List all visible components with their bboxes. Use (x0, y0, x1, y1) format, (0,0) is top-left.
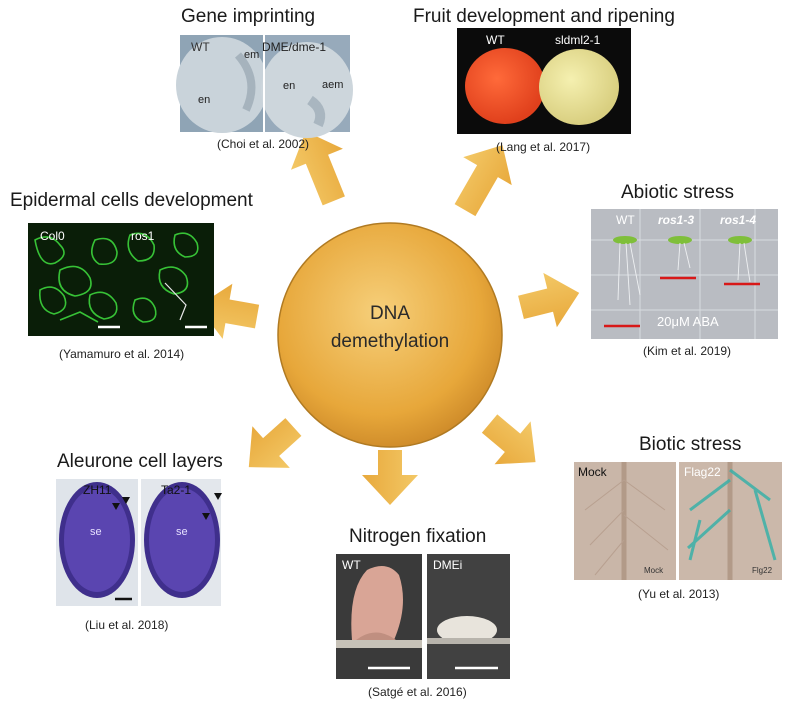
epidermal-label-col0: Col0 (40, 229, 65, 243)
aleurone-label-se-right: se (176, 526, 188, 538)
center-label-line2: demethylation (330, 331, 450, 352)
nitrogen-citation: (Satgé et al. 2016) (368, 685, 467, 699)
epidermal-label-ros1: ros1 (131, 229, 155, 243)
fruit-title: Fruit development and ripening (413, 6, 675, 27)
arrow-to-gene-imprinting (290, 131, 345, 206)
biotic-label-mock-small: Mock (644, 566, 664, 575)
abiotic-label-wt: WT (616, 213, 635, 227)
gene-imprinting-label-wt: WT (191, 40, 210, 54)
central-circle (277, 222, 503, 448)
abiotic-label-ros1-4: ros1-4 (720, 213, 757, 227)
biotic-image (574, 462, 782, 580)
abiotic-title: Abiotic stress (621, 182, 734, 203)
aleurone-label-se-left: se (90, 526, 102, 538)
epidermal-citation: (Yamamuro et al. 2014) (59, 347, 185, 361)
fruit-citation: (Lang et al. 2017) (496, 140, 591, 154)
biotic-citation: (Yu et al. 2013) (638, 587, 720, 601)
nitrogen-label-dmei: DMEi (433, 558, 463, 572)
arrow-to-abiotic (518, 272, 580, 328)
epidermal-title: Epidermal cells development (10, 190, 253, 211)
aleurone-title: Aleurone cell layers (57, 451, 223, 472)
biotic-title: Biotic stress (639, 434, 742, 455)
nitrogen-image (336, 554, 510, 679)
biotic-label-flag22: Flag22 (684, 465, 721, 479)
arrow-to-fruit (454, 145, 512, 217)
epidermal-image (28, 223, 214, 336)
center-label-line1: DNA (369, 303, 411, 324)
arrow-to-biotic (481, 414, 536, 465)
fruit-label-wt: WT (486, 33, 505, 47)
gene-imprinting-label-em: em (244, 49, 260, 61)
gene-imprinting-citation: (Choi et al. 2002) (217, 137, 310, 151)
gene-imprinting-label-aem: aem (322, 79, 344, 91)
aleurone-image (56, 479, 222, 606)
biotic-label-flg22-small: Flg22 (752, 566, 773, 575)
fruit-image (457, 28, 631, 134)
biotic-label-mock: Mock (578, 465, 607, 479)
gene-imprinting-title: Gene imprinting (181, 6, 316, 27)
aleurone-label-zh11: ZH11 (83, 483, 112, 497)
gene-imprinting-label-en-right: en (283, 80, 296, 92)
gene-imprinting-label-en-left: en (198, 94, 211, 106)
nitrogen-title: Nitrogen fixation (349, 526, 487, 547)
gene-imprinting-image (176, 35, 353, 138)
arrow-to-nitrogen (362, 450, 418, 505)
gene-imprinting-label-dme: DME/dme-1 (262, 40, 327, 54)
aleurone-label-ta2-1: Ta2-1 (161, 483, 192, 497)
arrow-to-aleurone (248, 418, 302, 468)
aleurone-citation: (Liu et al. 2018) (85, 618, 169, 632)
abiotic-label-ros1-3: ros1-3 (658, 213, 695, 227)
abiotic-label-aba: 20μM ABA (657, 314, 719, 329)
abiotic-citation: (Kim et al. 2019) (643, 344, 732, 358)
abiotic-image (591, 209, 778, 339)
fruit-label-sldml2: sldml2-1 (555, 33, 601, 47)
center-label: DNA demethylation (310, 300, 470, 356)
nitrogen-label-wt: WT (342, 558, 361, 572)
